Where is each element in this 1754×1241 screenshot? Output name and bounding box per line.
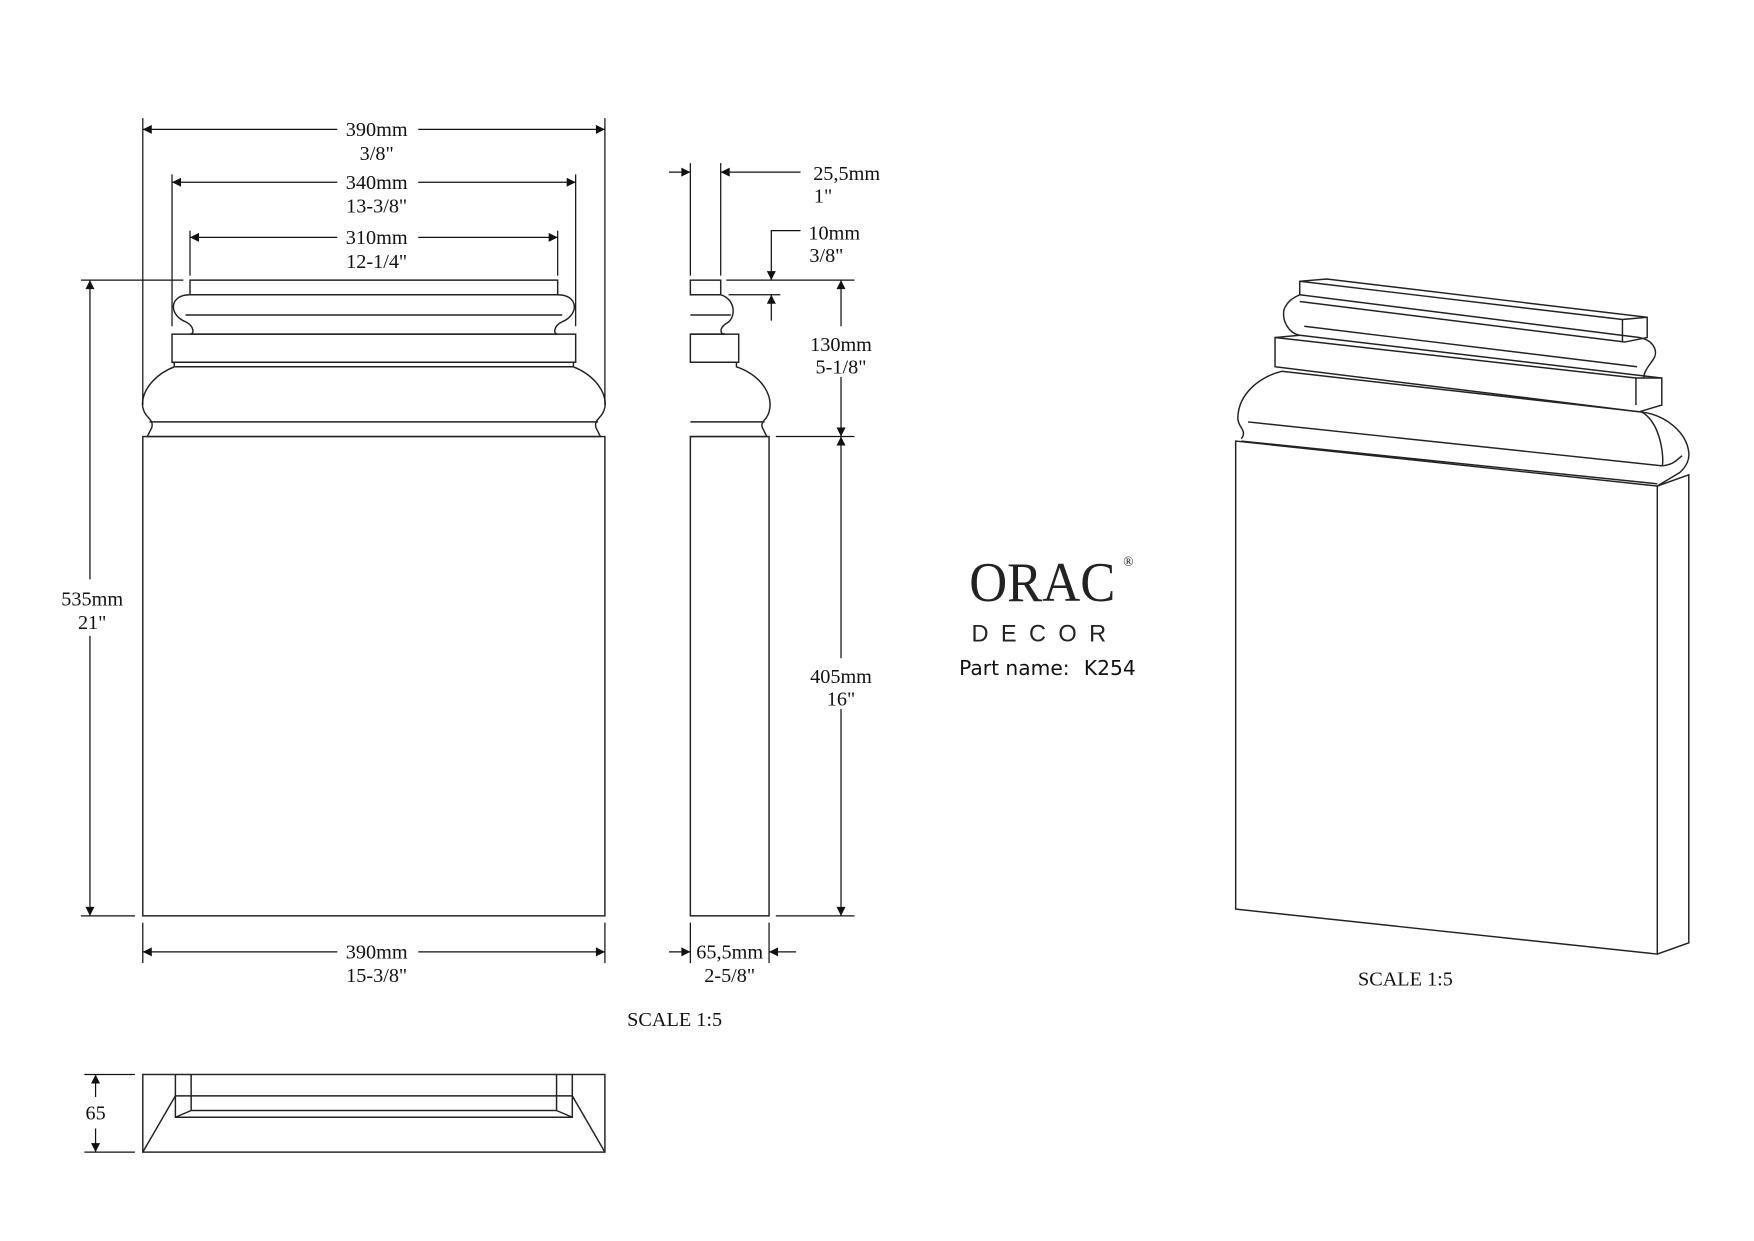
side-dimensions: 25,5mm 1" 10mm 3/8" 130mm 5-1/8" 405mm 1… [668,163,880,987]
dim-plan-depth: 65 [85,1102,105,1124]
scale-label-isometric: SCALE 1:5 [1358,969,1453,991]
dim-top-width-mm: 390mm [346,119,408,141]
dim-bottom-width-in: 15-3/8" [346,965,407,987]
side-view [689,279,771,917]
dim-capital-height-mm: 130mm [810,334,872,356]
dim-depth-in: 2-5/8" [704,965,755,987]
dim-cap-height-mm: 10mm [808,223,860,245]
dim-body-height-mm: 405mm [810,666,872,688]
isometric-view [1234,278,1690,955]
dim-cap-depth-in: 1" [814,186,832,208]
dim-body-height-in: 16" [827,688,855,710]
dim-depth-mm: 65,5mm [696,942,763,964]
dim-capital-height-in: 5-1/8" [816,357,867,379]
part-name-code: K254 [1084,656,1136,680]
dim-plinth-width-mm: 340mm [346,172,408,194]
dim-height-in: 21" [78,612,106,634]
dim-cap-depth-mm: 25,5mm [813,163,880,185]
dim-cap-width-in: 12-1/4" [346,251,407,273]
front-view [141,279,606,917]
dim-top-width-in: 3/8" [360,143,394,165]
dim-cap-width-mm: 310mm [346,227,408,249]
logo-subtitle: DECOR [971,621,1118,647]
dim-plinth-width-in: 13-3/8" [346,196,407,218]
orac-decor-logo: ORAC ® DECOR [969,552,1133,648]
logo-wordmark: ORAC [969,552,1115,614]
plan-view: 65 [84,1073,606,1153]
front-dimensions: 390mm 3/8" 340mm 13-3/8" 310mm 12-1/4" 5… [61,118,606,987]
scale-label-views: SCALE 1:5 [627,1009,722,1031]
dim-height-mm: 535mm [61,588,123,610]
dim-cap-height-in: 3/8" [809,245,843,267]
registered-mark: ® [1123,554,1133,569]
dim-bottom-width-mm: 390mm [346,942,408,964]
part-name-label: Part name: [959,656,1070,680]
